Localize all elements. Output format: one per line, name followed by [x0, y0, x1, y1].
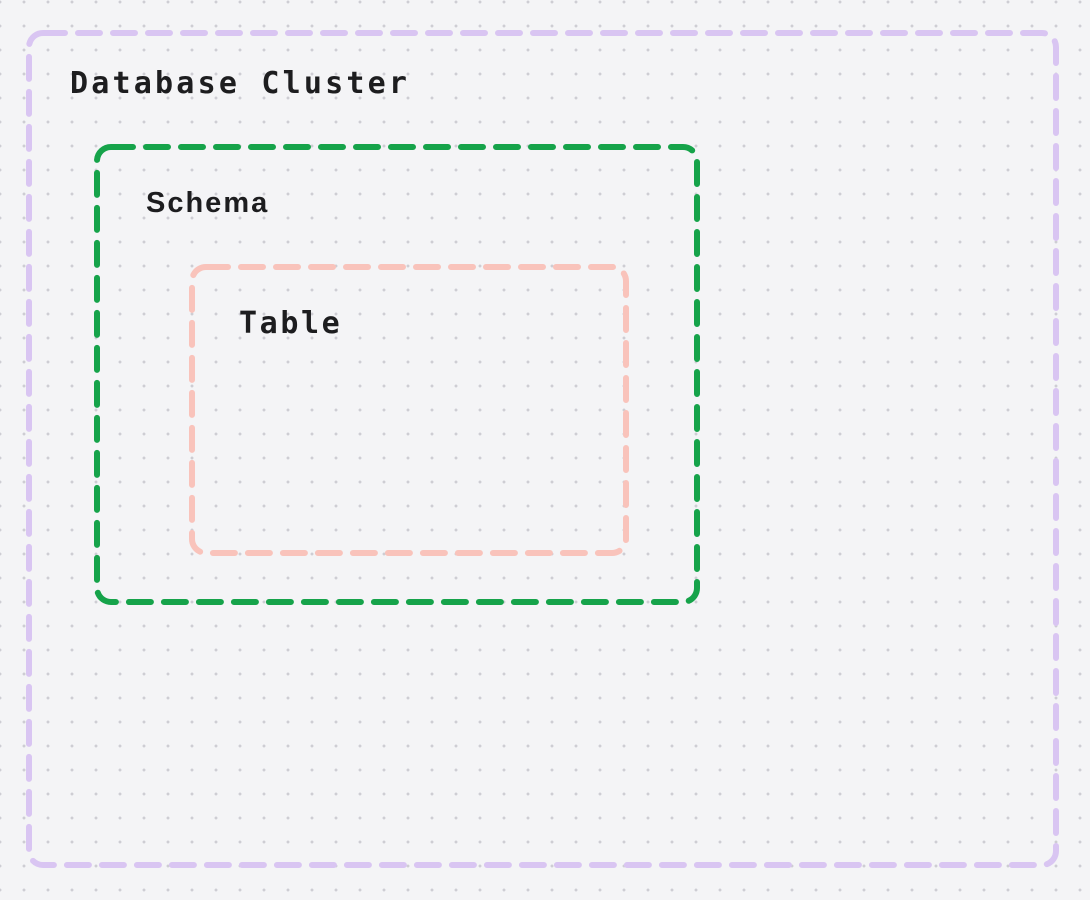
schema-box — [94, 144, 700, 605]
table-label: Table — [239, 306, 343, 341]
schema-label: Schema — [146, 187, 270, 219]
database-cluster-label: Database Cluster — [70, 66, 411, 101]
table-box — [189, 264, 629, 556]
database-cluster-box — [26, 30, 1059, 868]
